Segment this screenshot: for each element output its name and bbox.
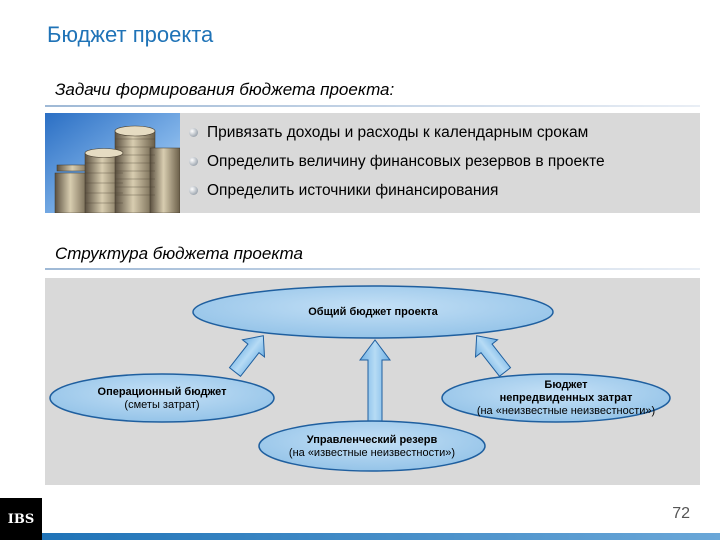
management-line-2: (на «известные неизвестности») [288, 447, 456, 459]
management-line-1: Управленческий резерв [306, 434, 438, 446]
bullet-icon [189, 128, 198, 137]
contingency-line-2: непредвиденных затрат [499, 392, 633, 404]
management-reserve-label: Управленческий резерв (на «известные неи… [262, 434, 482, 460]
total-budget-label: Общий бюджет проекта [273, 306, 473, 319]
coins-image [45, 113, 180, 213]
task-text: Привязать доходы и расходы к календарным… [207, 124, 589, 141]
arrow-contingency-to-total [474, 335, 512, 378]
coins-illustration [45, 113, 180, 213]
total-budget-node [192, 285, 554, 339]
ibs-logo: IBS [0, 498, 42, 540]
list-item: Привязать доходы и расходы к календарным… [183, 118, 605, 147]
bullet-icon [189, 157, 198, 166]
structure-heading: Структура бюджета проекта [55, 244, 303, 263]
operational-line-2: (сметы затрат) [124, 399, 200, 411]
arrow-management-to-total [359, 339, 391, 429]
contingency-budget-label: Бюджет непредвиденных затрат (на «неизве… [456, 379, 676, 418]
structure-divider [45, 268, 700, 270]
task-text: Определить величину финансовых резервов … [207, 153, 605, 170]
operational-budget-label: Операционный бюджет (сметы затрат) [72, 386, 252, 412]
footer-bar [42, 533, 720, 540]
tasks-list: Привязать доходы и расходы к календарным… [183, 118, 605, 205]
slide-title: Бюджет проекта [47, 22, 214, 47]
tasks-heading: Задачи формирования бюджета проекта: [55, 80, 395, 99]
operational-line-1: Операционный бюджет [97, 386, 227, 398]
tasks-divider [45, 105, 700, 107]
arrow-operational-to-total [228, 335, 266, 378]
contingency-budget-node [441, 373, 671, 423]
list-item: Определить величину финансовых резервов … [183, 147, 605, 176]
task-text: Определить источники финансирования [207, 182, 499, 199]
management-reserve-node [258, 420, 486, 472]
total-budget-text: Общий бюджет проекта [308, 306, 438, 318]
contingency-line-1: Бюджет [544, 379, 588, 391]
contingency-line-3: (на «неизвестные неизвестности») [476, 405, 656, 417]
bullet-icon [189, 186, 198, 195]
page-number: 72 [672, 505, 690, 522]
list-item: Определить источники финансирования [183, 176, 605, 205]
operational-budget-node [49, 373, 275, 423]
